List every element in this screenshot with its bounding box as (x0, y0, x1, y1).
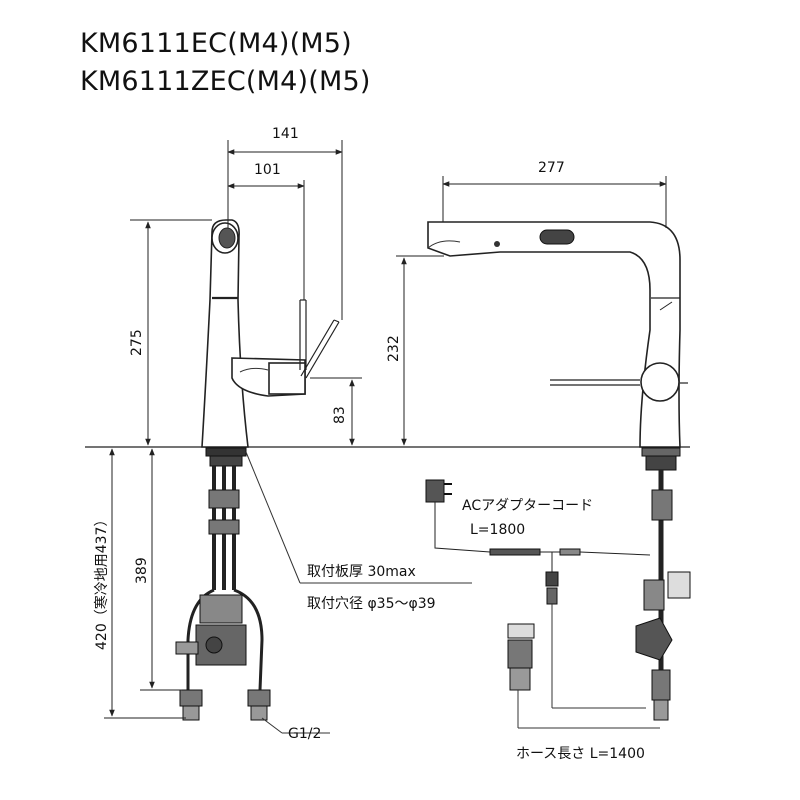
dim-277-label: 277 (538, 160, 565, 176)
model-title-2: KM6111ZEC(M4)(M5) (80, 66, 371, 97)
dim-275-label: 275 (129, 329, 145, 356)
model-title-1: KM6111EC(M4)(M5) (80, 28, 352, 59)
ac-length-label: L=1800 (470, 522, 525, 538)
dim-389-label: 389 (134, 557, 150, 584)
thread-label: G1/2 (288, 726, 321, 742)
ac-adapter-label: ACアダプターコード (462, 498, 593, 514)
mount-hole-label: 取付穴径 φ35〜φ39 (307, 596, 436, 612)
dim-232-label: 232 (386, 335, 402, 362)
hose-connector (507, 604, 660, 729)
dim-420-label: 420（寒冷地用437） (93, 513, 110, 650)
dim-141-label: 141 (272, 126, 299, 142)
faucet-side-under-counter (635, 447, 691, 721)
faucet-side-view (427, 221, 688, 448)
ac-adapter (425, 479, 651, 605)
leader-thread (261, 717, 283, 734)
leader-mount (245, 451, 301, 584)
mount-thickness-label: 取付板厚 30max (307, 564, 416, 580)
front-dimensions (104, 140, 362, 719)
faucet-front-under-counter (175, 447, 271, 721)
hose-length-label: ホース長さ L=1400 (516, 746, 645, 762)
side-dimensions (396, 176, 667, 446)
dim-83-label: 83 (332, 406, 348, 424)
dim-101-label: 101 (254, 162, 281, 178)
faucet-front-view (201, 219, 340, 448)
